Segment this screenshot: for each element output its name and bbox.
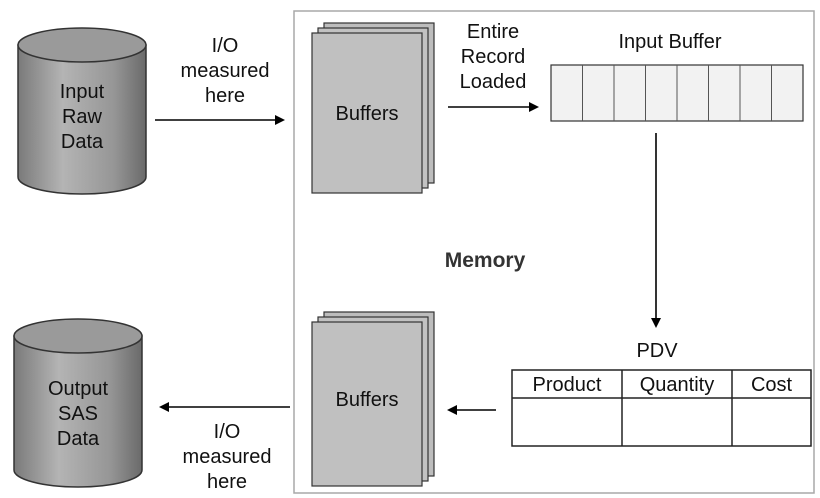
memory-region <box>293 10 815 494</box>
output-cylinder-label: Output SAS Data <box>14 377 142 452</box>
buffers-stack-top <box>311 22 435 194</box>
input-cylinder-line-1: Input <box>59 81 105 103</box>
output-cylinder-line-2: SAS <box>57 403 99 425</box>
pdv-column-quantity: Quantity <box>639 374 715 396</box>
io-top-line-1: I/O <box>211 35 239 57</box>
io-measured-label-bottom: I/O measured here <box>172 420 282 495</box>
input-buffer-label: Input Buffer <box>618 31 722 53</box>
io-top-line-2: measured <box>180 60 270 82</box>
io-bottom-line-2: measured <box>182 446 272 468</box>
output-cylinder <box>13 318 143 488</box>
io-bottom-line-1: I/O <box>213 421 241 443</box>
input-buffer <box>550 64 804 122</box>
buffers-label-top: Buffers <box>335 103 399 125</box>
pdv-column-cost: Cost <box>750 374 793 396</box>
output-cylinder-line-3: Data <box>56 428 100 450</box>
entire-record-loaded-label: Entire Record Loaded <box>442 20 544 95</box>
io-top-line-3: here <box>204 85 246 107</box>
io-bottom-line-3: here <box>206 471 248 493</box>
pdv-table <box>511 369 812 447</box>
input-cylinder-line-2: Raw <box>61 106 102 128</box>
entire-record-line-3: Loaded <box>459 71 527 93</box>
buffers-label-bottom: Buffers <box>335 389 399 411</box>
pdv-label: PDV <box>636 340 678 362</box>
pdv-column-product: Product <box>532 374 602 396</box>
buffers-stack-bottom <box>311 311 435 487</box>
output-cylinder-line-1: Output <box>47 378 109 400</box>
memory-label: Memory <box>444 249 526 272</box>
input-cylinder-line-3: Data <box>60 131 104 153</box>
entire-record-line-1: Entire <box>466 21 520 43</box>
input-cylinder-label: Input Raw Data <box>18 80 146 155</box>
entire-record-line-2: Record <box>460 46 526 68</box>
input-cylinder <box>17 27 147 195</box>
io-measured-label-top: I/O measured here <box>170 34 280 109</box>
